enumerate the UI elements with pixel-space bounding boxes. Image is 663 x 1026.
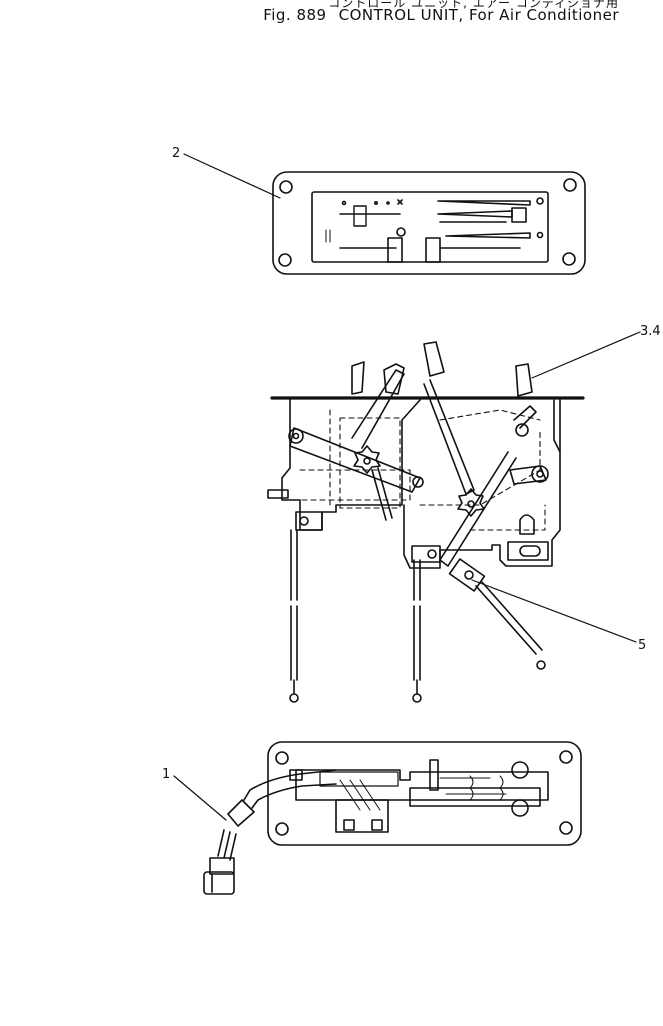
figure-number: Fig. 889 [263, 6, 327, 24]
callout-2: 2 [172, 146, 180, 161]
leader-line-1 [173, 775, 227, 821]
callout-1: 1 [162, 767, 170, 782]
leader-line-3-4 [531, 331, 641, 379]
figure-japanese-caption: コントロール ユニット, エアー コンディショナ用 [328, 0, 619, 10]
leader-line-2 [183, 153, 281, 199]
lever-mechanism [267, 341, 585, 703]
control-panel-front [272, 171, 586, 275]
control-unit-rear [203, 741, 582, 895]
figure-header: コントロール ユニット, エアー コンディショナ用 Fig. 889 CONTRO… [0, 0, 663, 30]
callout-5: 5 [638, 638, 646, 653]
leader-line-5 [471, 579, 637, 643]
figure-title: CONTROL UNIT, For Air Conditioner [338, 6, 619, 24]
figure-caption: Fig. 889 CONTROL UNIT, For Air Conditione… [251, 6, 619, 24]
callout-3-4: 3.4 [640, 324, 661, 339]
